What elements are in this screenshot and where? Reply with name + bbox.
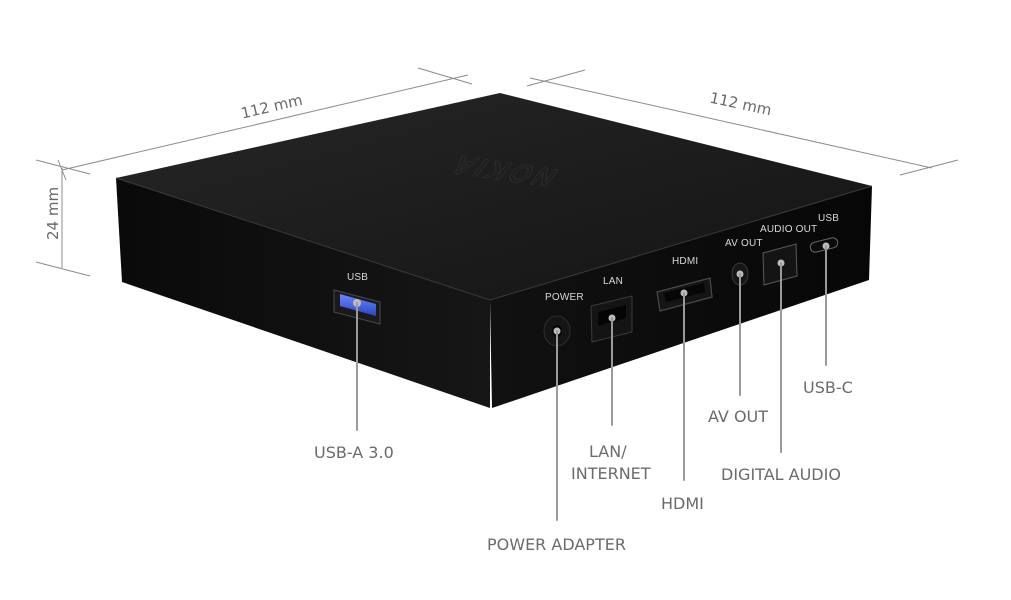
callout-usb-c: USB-C — [803, 378, 853, 397]
device-edge-highlight — [115, 177, 873, 301]
callout-usb-a: USB-A 3.0 — [314, 443, 394, 462]
port-label-usb-front: USB — [347, 272, 368, 283]
device-top-face — [116, 93, 872, 300]
callout-lan-line1: LAN/ — [589, 442, 627, 461]
leader-lines — [356, 245, 827, 521]
dimension-height-label: 24 mm — [44, 187, 62, 240]
dimension-depth-label: 112 mm — [708, 89, 773, 120]
port-label-lan: LAN — [603, 276, 623, 287]
dimension-width-label: 112 mm — [239, 91, 304, 123]
tv-box: NOKIA — [115, 93, 873, 408]
port-label-usb-c: USB — [818, 213, 839, 224]
callout-hdmi: HDMI — [661, 494, 704, 513]
callout-power-adapter: POWER ADAPTER — [487, 535, 626, 554]
callout-av-out: AV OUT — [708, 407, 768, 426]
port-label-audio-out: AUDIO OUT — [760, 224, 817, 235]
dimension-height — [35, 159, 91, 277]
callout-lan-line2: INTERNET — [571, 464, 651, 483]
dimension-depth — [526, 69, 959, 176]
device-left-face — [116, 178, 490, 408]
callout-digital-audio: DIGITAL AUDIO — [721, 465, 841, 484]
port-label-av-out: AV OUT — [725, 238, 763, 249]
port-label-hdmi: HDMI — [672, 256, 698, 267]
port-label-power: POWER — [545, 292, 584, 303]
